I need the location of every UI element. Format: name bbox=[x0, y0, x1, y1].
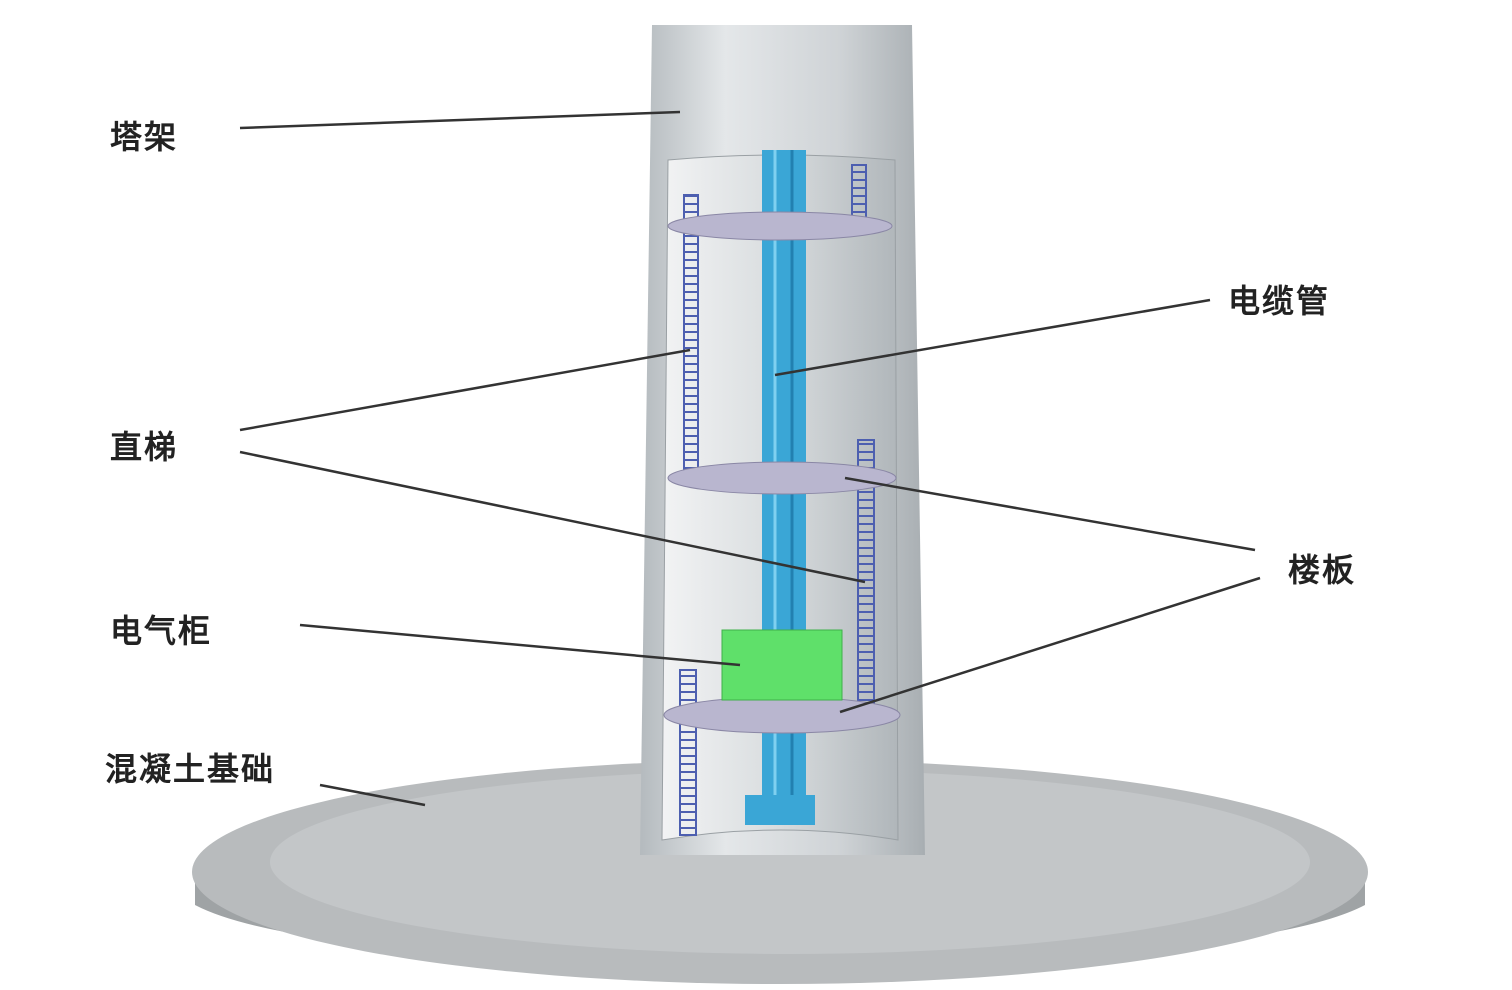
label-cable-tube: 电缆管 bbox=[1228, 282, 1331, 320]
label-floor: 楼板 bbox=[1288, 551, 1357, 589]
label-concrete-foundation: 混凝土基础 bbox=[105, 750, 276, 788]
base-box bbox=[745, 795, 815, 825]
electrical-cabinet bbox=[721, 629, 843, 701]
label-electrical-cabinet: 电气柜 bbox=[110, 612, 213, 650]
leader-lines bbox=[239, 110, 1261, 807]
label-tower: 塔架 bbox=[110, 118, 179, 156]
label-ladder: 直梯 bbox=[110, 428, 179, 466]
floors bbox=[663, 211, 901, 734]
concrete-foundation bbox=[192, 760, 1368, 984]
